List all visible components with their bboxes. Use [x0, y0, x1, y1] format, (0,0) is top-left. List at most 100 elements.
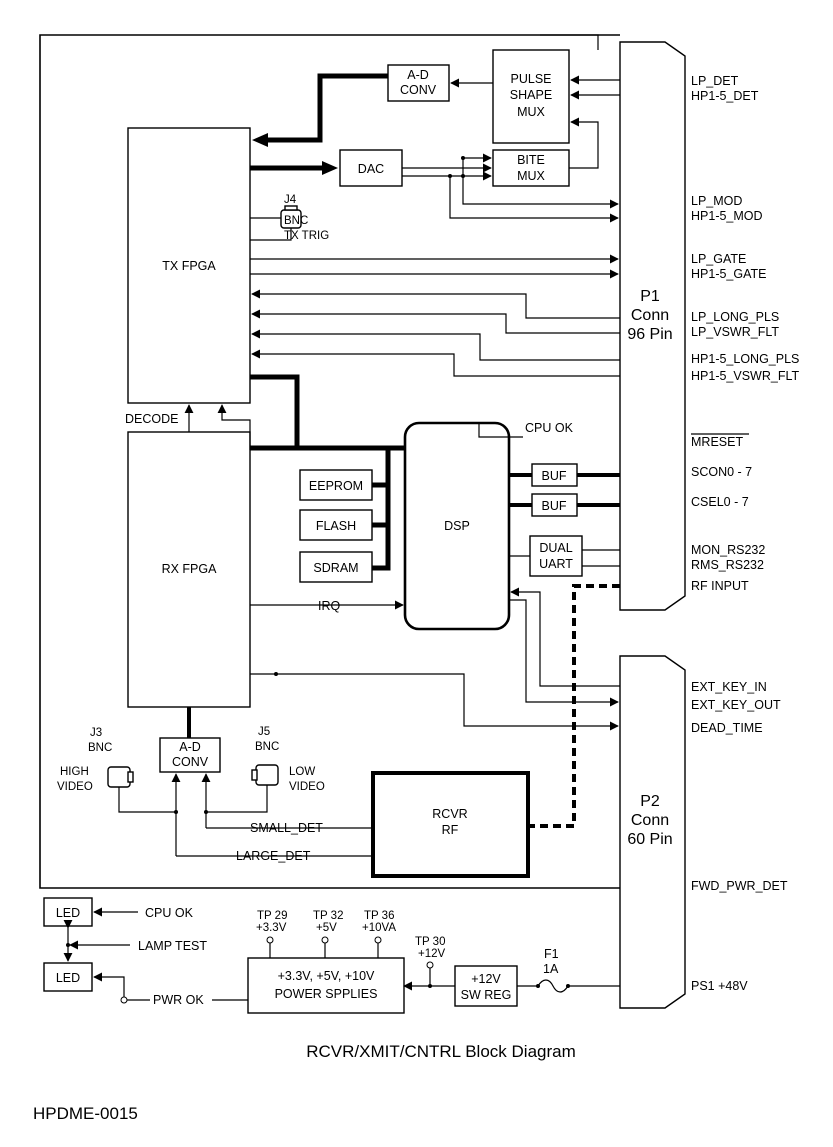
- p2-label: P2: [640, 793, 660, 810]
- signal-mreset: MRESET: [691, 435, 743, 449]
- tp30-voltage: +12V: [418, 948, 446, 960]
- p1-conn-label: Conn: [631, 307, 669, 324]
- signal-mon-rs232: MON_RS232: [691, 543, 765, 557]
- psm-label-3: MUX: [517, 105, 545, 119]
- high-video-label-2: VIDEO: [57, 781, 93, 793]
- signal-ext-key-in: EXT_KEY_IN: [691, 680, 767, 694]
- decode-label: DECODE: [125, 412, 178, 426]
- signal-hp1-5-long-pls: HP1-5_LONG_PLS: [691, 352, 799, 366]
- annotations: J4 BNC TX TRIG DECODE CPU OK IRQ J3 BNC …: [57, 194, 574, 1007]
- led1-label: LED: [56, 906, 80, 920]
- signal-fwd-pwr-det: FWD_PWR_DET: [691, 879, 788, 893]
- signal-lp-gate: LP_GATE: [691, 252, 746, 266]
- signal-hp1-5-gate: HP1-5_GATE: [691, 267, 767, 281]
- dsp-block: DSP: [403, 421, 511, 631]
- rx-fpga-label: RX FPGA: [162, 562, 218, 576]
- eeprom-block: EEPROM: [299, 469, 373, 501]
- low-video-label-1: LOW: [289, 766, 315, 778]
- tx-fpga-block: TX FPGA: [127, 127, 251, 404]
- dual-uart-label-2: UART: [539, 557, 573, 571]
- signal-rf-input: RF INPUT: [691, 579, 749, 593]
- sw-reg-label-2: SW REG: [461, 988, 512, 1002]
- sw-reg-block: +12V SW REG: [454, 965, 518, 1007]
- f1-label: F1: [544, 947, 559, 961]
- adc-bottom-label-2: CONV: [172, 755, 209, 769]
- buf1-label: BUF: [542, 469, 567, 483]
- signal-csel: CSEL0 - 7: [691, 495, 749, 509]
- p2-signal-labels: EXT_KEY_IN EXT_KEY_OUT DEAD_TIME FWD_PWR…: [691, 680, 788, 993]
- power-supplies-label-2: POWER SPPLIES: [275, 987, 378, 1001]
- led2-label: LED: [56, 971, 80, 985]
- rx-fpga-block: RX FPGA: [127, 431, 251, 708]
- large-det-label: LARGE_DET: [236, 849, 311, 863]
- j3-bnc-label: BNC: [88, 742, 112, 754]
- cpu-ok-bottom-label: CPU OK: [145, 906, 194, 920]
- tp29-label: TP 29: [257, 910, 287, 922]
- psm-label-2: SHAPE: [510, 88, 552, 102]
- rcvr-rf-label-1: RCVR: [432, 807, 467, 821]
- tp32-voltage: +5V: [316, 922, 337, 934]
- p1-pins-label: 96 Pin: [627, 326, 672, 343]
- adc-top-block: A-D CONV: [387, 64, 450, 102]
- p2-conn-label: Conn: [631, 812, 669, 829]
- signal-hp1-5-mod: HP1-5_MOD: [691, 209, 763, 223]
- p2-connector: P2 Conn 60 Pin: [619, 655, 686, 1009]
- signal-lp-vswr-flt: LP_VSWR_FLT: [691, 325, 779, 339]
- dac-label: DAC: [358, 162, 384, 176]
- signal-rms-rs232: RMS_RS232: [691, 558, 764, 572]
- j4-label: J4: [284, 194, 297, 206]
- j5-bnc-label: BNC: [255, 741, 279, 753]
- power-supplies-label-1: +3.3V, +5V, +10V: [278, 969, 375, 983]
- bite-mux-label-2: MUX: [517, 169, 545, 183]
- tp29-voltage: +3.3V: [256, 922, 287, 934]
- f1-rating: 1A: [543, 962, 559, 976]
- buf2-label: BUF: [542, 499, 567, 513]
- sw-reg-label-1: +12V: [471, 972, 501, 986]
- power-supplies-block: +3.3V, +5V, +10V POWER SPPLIES: [247, 957, 405, 1014]
- flash-label: FLASH: [316, 519, 356, 533]
- rcvr-rf-block: RCVR RF: [371, 771, 530, 878]
- wiring: [63, 34, 620, 1004]
- signal-lp-det: LP_DET: [691, 74, 739, 88]
- pulse-shape-mux-block: PULSE SHAPE MUX: [492, 49, 570, 144]
- dsp-label: DSP: [444, 519, 470, 533]
- cpu-ok-top-label: CPU OK: [525, 421, 574, 435]
- p1-connector: P1 Conn 96 Pin: [619, 41, 686, 611]
- eeprom-label: EEPROM: [309, 479, 363, 493]
- tp32-label: TP 32: [313, 910, 343, 922]
- j5-label: J5: [258, 726, 270, 738]
- j4-bnc-label: BNC: [284, 215, 308, 227]
- pwr-ok-label: PWR OK: [153, 993, 204, 1007]
- signal-hp1-5-vswr-flt: HP1-5_VSWR_FLT: [691, 369, 799, 383]
- p1-label: P1: [640, 288, 660, 305]
- signal-hp1-5-det: HP1-5_DET: [691, 89, 759, 103]
- adc-bottom-block: A-D CONV: [159, 737, 221, 773]
- adc-top-label-1: A-D: [407, 68, 429, 82]
- dac-block: DAC: [339, 149, 403, 187]
- p2-pins-label: 60 Pin: [627, 831, 672, 848]
- signal-dead-time: DEAD_TIME: [691, 721, 763, 735]
- tx-fpga-label: TX FPGA: [162, 259, 216, 273]
- high-video-label-1: HIGH: [60, 766, 89, 778]
- buf1-block: BUF: [531, 463, 578, 487]
- bite-mux-label-1: BITE: [517, 153, 545, 167]
- signal-lp-long-pls: LP_LONG_PLS: [691, 310, 779, 324]
- lamp-test-label: LAMP TEST: [138, 939, 207, 953]
- psm-label-1: PULSE: [511, 72, 552, 86]
- bite-mux-block: BITE MUX: [492, 149, 570, 187]
- signal-lp-mod: LP_MOD: [691, 194, 742, 208]
- j3-label: J3: [90, 727, 102, 739]
- irq-label: IRQ: [318, 599, 341, 613]
- dual-uart-block: DUAL UART: [529, 535, 583, 577]
- low-video-label-2: VIDEO: [289, 781, 325, 793]
- signal-ps1-48v: PS1 +48V: [691, 979, 748, 993]
- buf2-block: BUF: [531, 493, 578, 517]
- dual-uart-label-1: DUAL: [539, 541, 572, 555]
- tp30-label: TP 30: [415, 936, 445, 948]
- adc-top-label-2: CONV: [400, 83, 437, 97]
- board-outline: [39, 34, 620, 889]
- flash-block: FLASH: [299, 509, 373, 541]
- diagram-caption: RCVR/XMIT/CNTRL Block Diagram: [306, 1042, 576, 1061]
- tx-trig-label: TX TRIG: [284, 230, 329, 242]
